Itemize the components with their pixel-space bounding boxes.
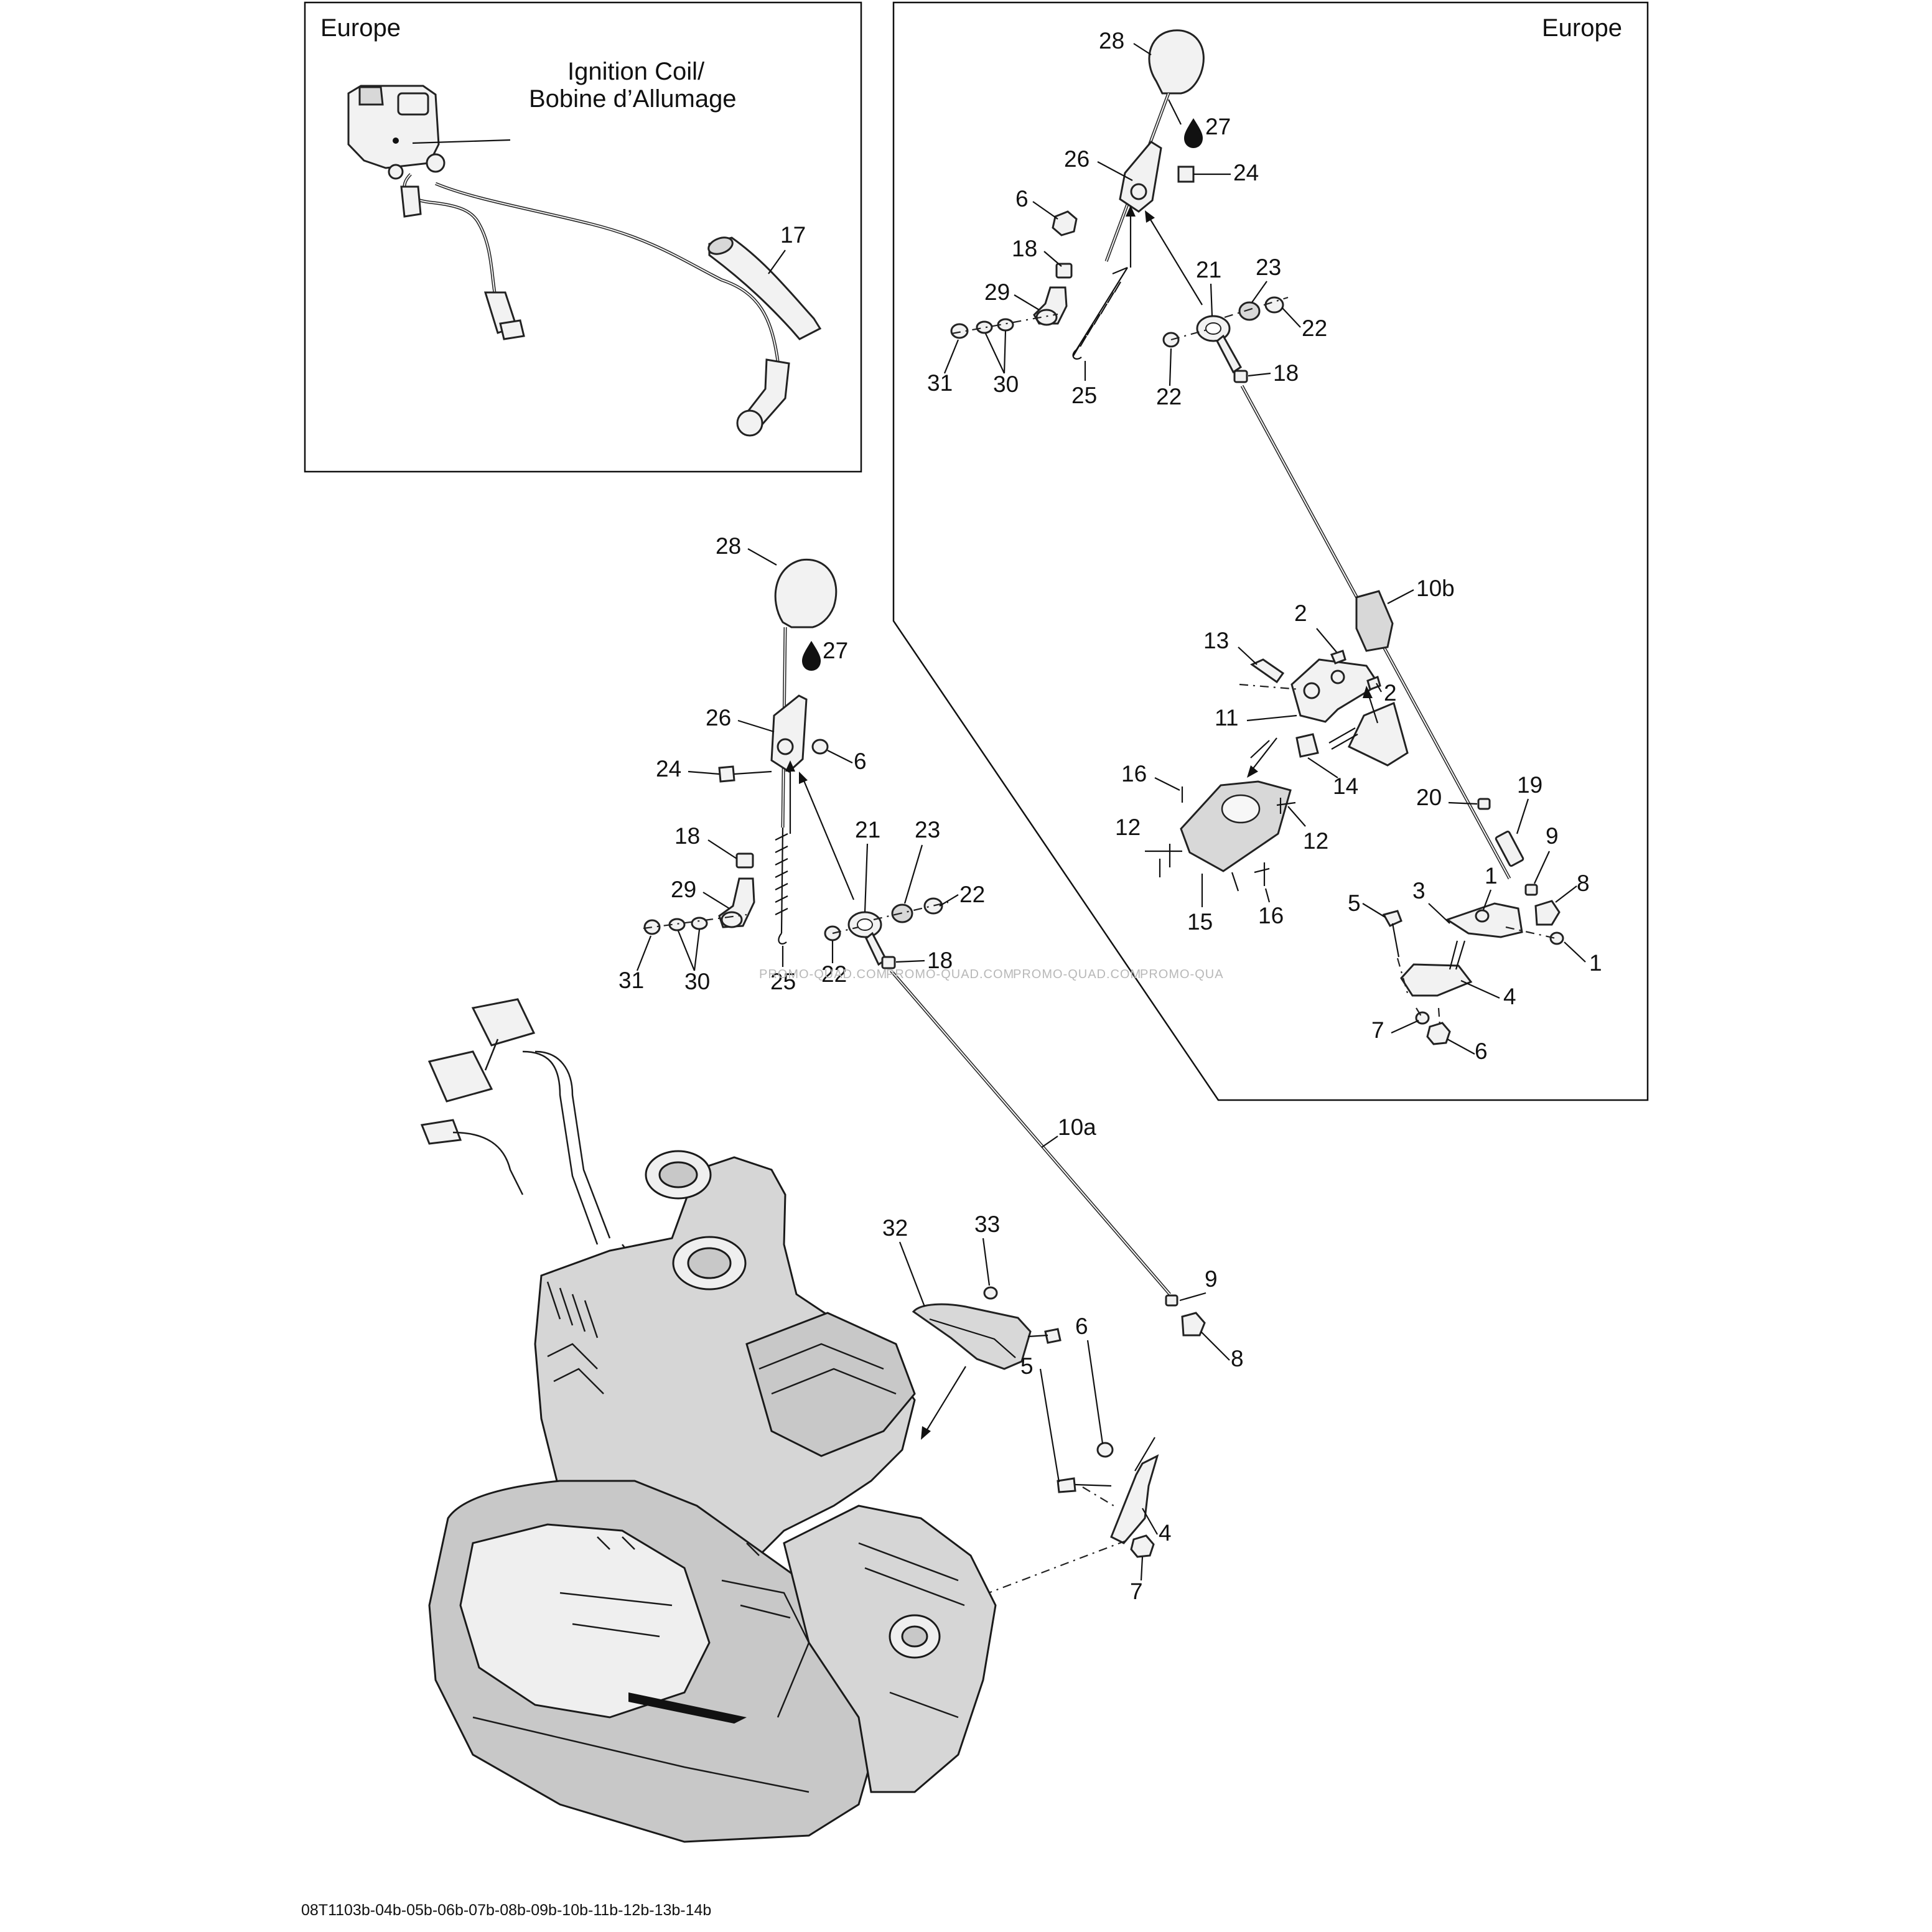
callout-23: 23 [915, 817, 940, 842]
callout-22a: 22 [959, 882, 985, 907]
callout-29-eu: 29 [984, 279, 1010, 305]
callout-32: 32 [882, 1215, 908, 1241]
callout-10a: 10a [1058, 1114, 1096, 1140]
callout-7: 7 [1130, 1579, 1143, 1604]
drawing-code: 08T1103b-04b-05b-06b-07b-08b-09b-10b-11b… [301, 1902, 711, 1919]
callout-20-eu: 20 [1416, 785, 1442, 810]
callout-18a-eu: 18 [1012, 236, 1037, 261]
callout-8-eu: 8 [1577, 870, 1590, 896]
shifter-europe-group [950, 29, 1564, 1045]
callout-31: 31 [618, 968, 644, 993]
callout-26-eu: 26 [1064, 146, 1090, 172]
ignition-coil-label-1: Ignition Coil/ [567, 58, 705, 85]
callout-9-eu: 9 [1546, 823, 1559, 849]
watermark-2: PROMO-QUAD.COM [886, 968, 1014, 981]
callout-1b-eu: 1 [1589, 950, 1602, 976]
callout-16b-eu: 16 [1258, 903, 1284, 928]
callout-21: 21 [855, 817, 880, 842]
callout-18a: 18 [674, 823, 700, 849]
shift-lever-bracket [770, 694, 808, 773]
callout-4-eu: 4 [1503, 984, 1516, 1009]
callout-10b-eu: 10b [1416, 576, 1455, 601]
callout-24-eu: 24 [1233, 160, 1259, 185]
callout-15-eu: 15 [1187, 909, 1213, 935]
callout-25: 25 [770, 969, 796, 994]
callout-31-eu: 31 [927, 370, 953, 396]
shift-knob [774, 558, 838, 628]
callout-5: 5 [1020, 1353, 1034, 1379]
callout-29: 29 [671, 877, 696, 902]
callout-6: 6 [854, 749, 867, 774]
callout-18b: 18 [927, 948, 953, 973]
inset-frame-ignition [304, 1, 862, 473]
shift-knob-eu [1148, 29, 1205, 95]
oil-drop-icon [1184, 118, 1203, 148]
engine-assembly [420, 998, 997, 1843]
callout-6b-eu: 6 [1475, 1038, 1488, 1064]
callout-22a-eu: 22 [1302, 315, 1327, 341]
shift-boot [1180, 780, 1292, 872]
callout-1a-eu: 1 [1485, 863, 1498, 889]
watermark-1: PROMO-QUAD.COM [759, 968, 887, 981]
callout-23-eu: 23 [1256, 254, 1281, 280]
shift-guide-bracket [1290, 658, 1381, 723]
callout-4: 4 [1159, 1520, 1172, 1546]
region-label-left: Europe [320, 14, 401, 42]
callout-13-eu: 13 [1203, 628, 1229, 653]
callout-17: 17 [780, 222, 806, 248]
callout-7-eu: 7 [1371, 1017, 1384, 1043]
callout-24: 24 [656, 756, 681, 782]
callout-12a-eu: 12 [1115, 814, 1141, 840]
shift-lever-bracket-eu [1119, 141, 1162, 213]
callout-16a-eu: 16 [1121, 761, 1147, 786]
ignition-coil-label-2: Bobine d’Allumage [529, 85, 737, 113]
callout-3-eu: 3 [1412, 878, 1426, 903]
watermark-4: PROMO-QUA [1140, 968, 1224, 981]
callout-8: 8 [1231, 1346, 1244, 1371]
spark-plug-boot [708, 236, 822, 340]
callout-26: 26 [706, 705, 731, 730]
ignition-coil-group [347, 85, 822, 437]
callout-21-eu: 21 [1196, 257, 1221, 282]
shifter-main-group [643, 558, 1206, 1603]
callout-6-eu: 6 [1015, 186, 1029, 212]
callout-28-eu: 28 [1099, 28, 1124, 54]
callout-2a-eu: 2 [1294, 600, 1307, 626]
callout-2b-eu: 2 [1384, 680, 1397, 706]
callout-27-eu: 27 [1205, 114, 1231, 139]
heat-shield [912, 1303, 1032, 1370]
callout-11-eu: 11 [1215, 705, 1238, 730]
callout-22b: 22 [821, 961, 847, 987]
callout-27: 27 [823, 638, 848, 663]
callout-33: 33 [974, 1211, 1000, 1237]
watermark-3: PROMO-QUAD.COM [1013, 968, 1141, 981]
callout-5-eu: 5 [1348, 890, 1361, 916]
shift-arm [1110, 1454, 1159, 1544]
region-label-right: Europe [1542, 14, 1622, 42]
callout-6b: 6 [1075, 1314, 1088, 1339]
callout-28: 28 [716, 533, 741, 559]
callout-30-eu: 30 [993, 371, 1019, 397]
inset-frame-shifter-europe [892, 1, 1649, 1101]
callout-19-eu: 19 [1517, 772, 1542, 798]
callout-12b-eu: 12 [1303, 828, 1328, 854]
callout-9: 9 [1205, 1266, 1218, 1292]
callout-18b-eu: 18 [1273, 360, 1299, 386]
callout-25-eu: 25 [1071, 383, 1097, 408]
oil-drop-icon [802, 641, 821, 671]
callout-30: 30 [684, 969, 710, 994]
callout-22b-eu: 22 [1156, 384, 1182, 409]
